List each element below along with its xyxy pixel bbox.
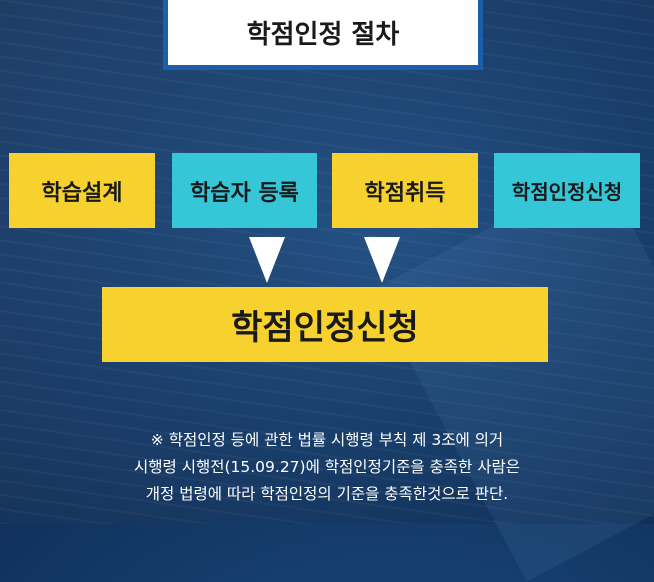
note-line-3: 개정 법령에 따라 학점인정의 기준을 충족한것으로 판단.: [145, 485, 509, 503]
down-arrow-icon: [249, 237, 285, 283]
step-credit-recognition-application: 학점인정신청: [494, 153, 640, 228]
note-line-1: ※ 학점인정 등에 관한 법률 시행령 부칙 제 3조에 의거: [150, 431, 504, 449]
background-book-page: [371, 168, 654, 582]
step-learner-registration: 학습자 등록: [172, 153, 317, 228]
step-learning-design: 학습설계: [9, 153, 155, 228]
down-arrow-icon: [364, 237, 400, 283]
procedure-title: 학점인정 절차: [163, 0, 483, 70]
step-credit-acquisition: 학점취득: [332, 153, 478, 228]
legal-note: ※ 학점인정 등에 관한 법률 시행령 부칙 제 3조에 의거 시행령 시행전(…: [60, 427, 594, 508]
result-credit-recognition-application: 학점인정신청: [102, 287, 548, 362]
note-line-2: 시행령 시행전(15.09.27)에 학점인정기준을 충족한 사람은: [133, 458, 521, 476]
